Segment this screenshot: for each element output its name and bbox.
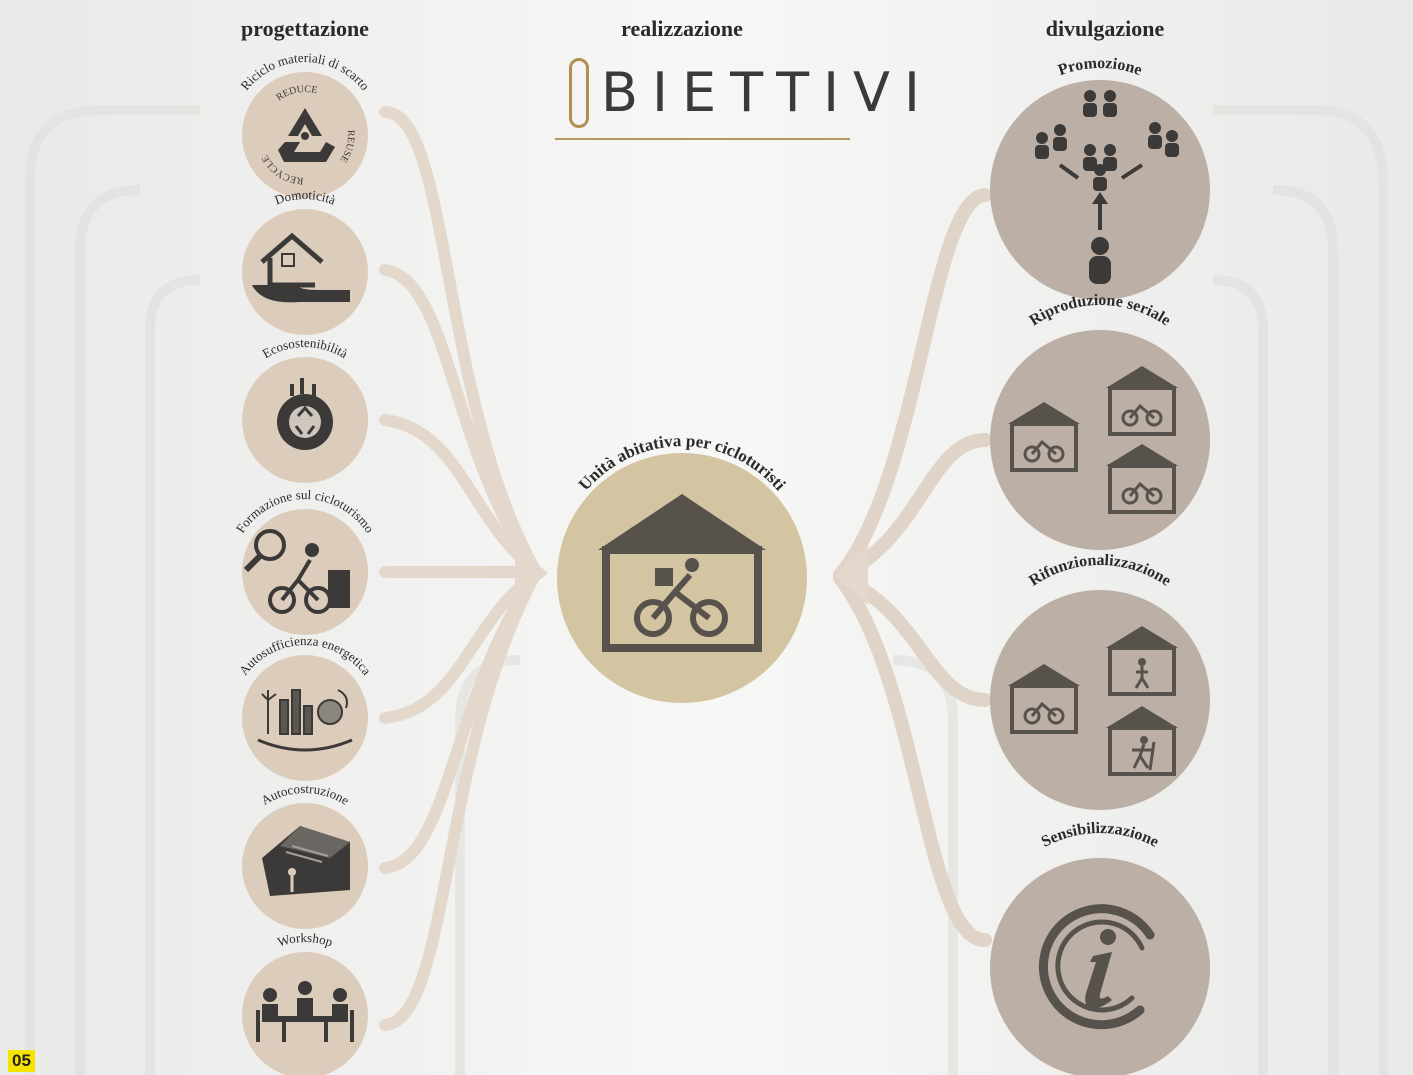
connector-promozione: [833, 188, 992, 582]
recycle-icon: [278, 108, 335, 162]
self-build-house-icon: [262, 826, 350, 896]
mini-house-walker: [1106, 626, 1178, 696]
cyclist-search-icon: [243, 529, 350, 614]
left-arrowhead: [515, 545, 548, 600]
eco-globe-icon: [277, 378, 333, 450]
node-workshop[interactable]: Workshop: [232, 930, 378, 1075]
energy-landscape-icon: [257, 689, 353, 752]
connector-sensibilizzazione: [833, 571, 992, 947]
right-arrowhead: [835, 545, 868, 605]
connector-autosufficienza: [379, 569, 541, 724]
people-cluster-left: [1035, 124, 1067, 159]
node-autocostruzione[interactable]: Autocostruzione: [232, 781, 378, 929]
mini-house-bike: [1008, 664, 1080, 734]
header-realizzazione: realizzazione: [621, 16, 743, 41]
info-icon: [1038, 904, 1155, 1030]
mini-house: [1106, 366, 1178, 436]
connector-riciclo: [379, 106, 541, 576]
connector-ecosostenibilita: [379, 414, 541, 576]
refunction-houses-icon: [1008, 626, 1178, 776]
people-cluster-top: [1083, 90, 1117, 117]
title-text: BIETTIVI: [601, 61, 934, 124]
node-formazione[interactable]: Formazione sul cicloturismo: [232, 487, 378, 635]
connector-workshop: [379, 569, 541, 1031]
background-arches: [25, 105, 1388, 1075]
node-domoticita[interactable]: Domoticità: [232, 187, 378, 335]
node-label: Domoticità: [272, 187, 338, 208]
workshop-table-icon: [256, 981, 354, 1042]
connector-arrowheads: [515, 545, 868, 605]
hand-shape: [252, 285, 350, 303]
title-underline: [555, 138, 850, 140]
connector-domoticita: [379, 264, 541, 576]
center-node[interactable]: Unità abitativa per cicloturisti: [554, 431, 810, 703]
people-network-icon: [1035, 90, 1179, 284]
serial-houses-icon: [1008, 366, 1178, 514]
left-connectors: [379, 106, 541, 1031]
left-nodes: Riciclo materiali di scarto REDUCE REUSE…: [232, 50, 378, 1075]
header-divulgazione: divulgazione: [1046, 16, 1165, 41]
title-initial-o: [569, 58, 589, 128]
page-number-badge: 05: [8, 1050, 35, 1072]
mini-house-hiker: [1106, 706, 1178, 776]
node-promozione[interactable]: Promozione: [990, 55, 1210, 300]
mini-house: [1008, 402, 1080, 472]
people-cluster-center: [1083, 144, 1117, 191]
house-cyclist-icon: [598, 494, 766, 652]
header-progettazione: progettazione: [241, 16, 369, 41]
page-title: BIETTIVI: [555, 55, 920, 140]
mini-house: [1106, 444, 1178, 514]
people-cluster-right: [1148, 122, 1179, 157]
